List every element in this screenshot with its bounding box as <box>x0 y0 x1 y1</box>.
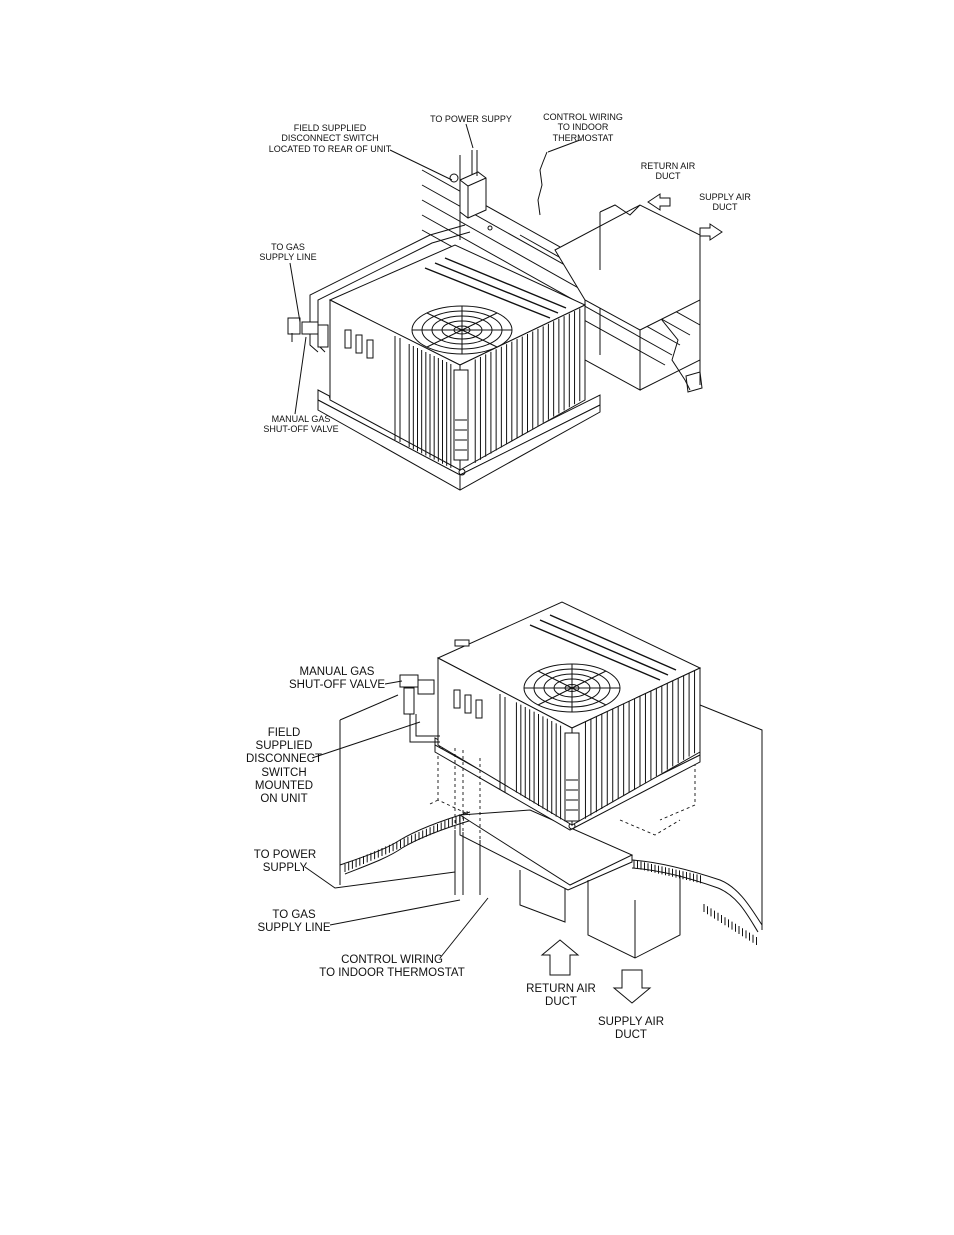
top-ducts <box>554 204 701 391</box>
top-unit-base <box>317 389 601 491</box>
top-disconnect-switch <box>449 150 493 231</box>
top-air-arrows <box>647 193 723 241</box>
bottom-roof-edges <box>339 694 763 945</box>
top-label-control-wiring: CONTROL WIRING TO INDOOR THERMOSTAT <box>543 112 623 143</box>
bottom-ducts <box>458 809 681 959</box>
top-leader-lines <box>289 123 581 415</box>
top-label-gas-valve: MANUAL GAS SHUT-OFF VALVE <box>263 414 339 435</box>
top-gas-piping <box>287 224 471 353</box>
bottom-gas-valve <box>399 674 440 743</box>
bottom-label-return-air: RETURN AIR DUCT <box>526 983 596 1009</box>
top-label-return-air: RETURN AIR DUCT <box>640 161 696 182</box>
bottom-label-power-supply: TO POWER SUPPLY <box>253 849 317 875</box>
top-control-wire <box>537 151 548 216</box>
bottom-unit-cabinet <box>436 601 702 826</box>
bottom-diagram <box>304 601 763 1004</box>
bottom-label-control-wiring: CONTROL WIRING TO INDOOR THERMOSTAT <box>319 954 465 980</box>
bottom-label-gas-supply: TO GAS SUPPLY LINE <box>257 909 331 935</box>
top-label-power-supply: TO POWER SUPPY <box>430 114 512 124</box>
bottom-risers <box>454 748 481 895</box>
bottom-leader-lines <box>304 680 489 959</box>
bottom-label-supply-air: SUPPLY AIR DUCT <box>597 1016 665 1042</box>
bottom-air-arrows <box>540 939 652 1004</box>
top-unit-cabinet <box>328 244 587 471</box>
bottom-label-disconnect-switch: FIELD SUPPLIED DISCONNECT SWITCH MOUNTED… <box>245 727 323 806</box>
top-label-gas-supply: TO GAS SUPPLY LINE <box>259 242 317 263</box>
top-label-supply-air: SUPPLY AIR DUCT <box>699 192 751 213</box>
top-diagram <box>287 123 723 491</box>
bottom-label-gas-valve: MANUAL GAS SHUT-OFF VALVE <box>288 666 386 692</box>
top-label-disconnect-switch: FIELD SUPPLIED DISCONNECT SWITCH LOCATED… <box>268 123 392 154</box>
